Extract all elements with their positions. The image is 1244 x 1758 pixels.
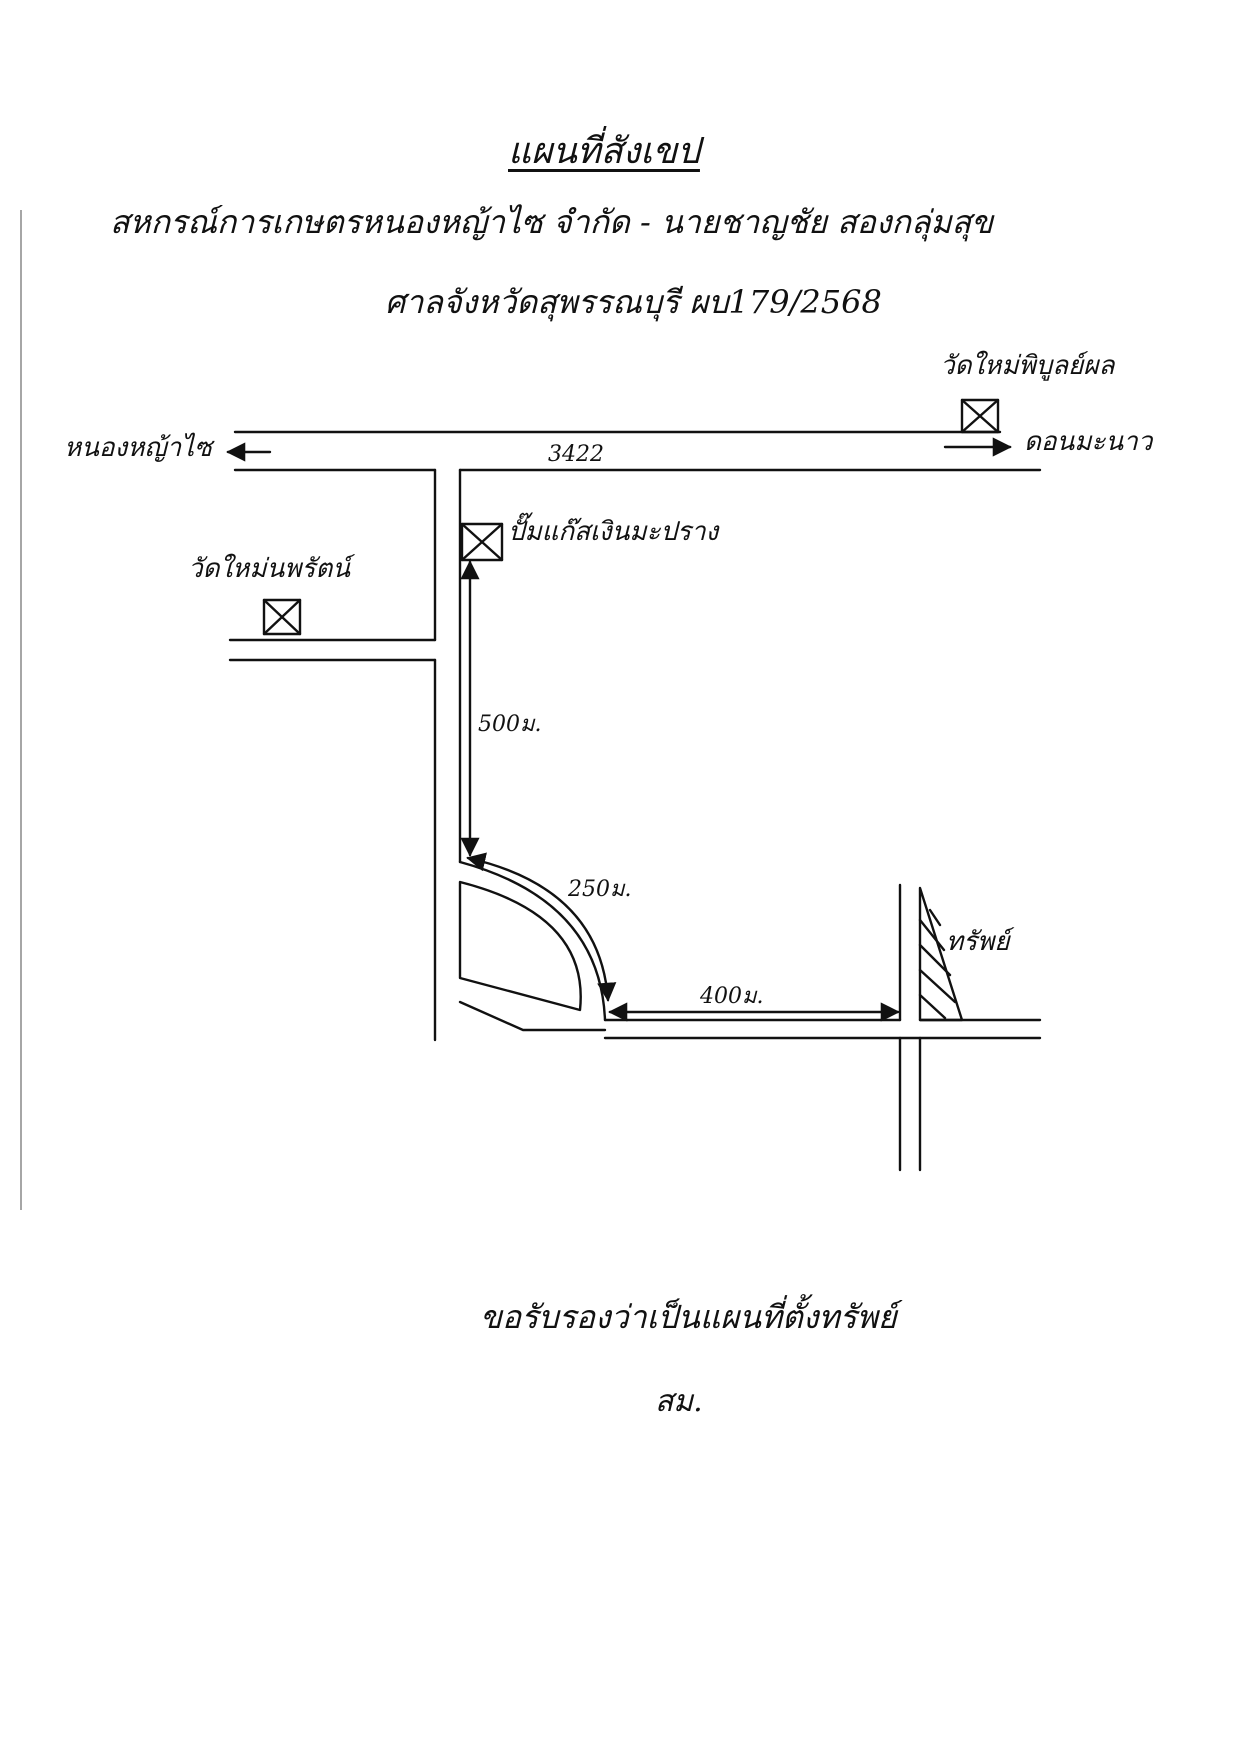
case-parties: สหกรณ์การเกษตรหนองหญ้าไซ จำกัด - นายชาญช…	[110, 203, 993, 241]
signature: สม.	[655, 1384, 703, 1419]
page-title: แผนที่สังเขป	[508, 131, 700, 172]
temple-left-label: วัดใหม่นพรัตน์	[188, 554, 350, 584]
distance-250m-label: 250ม.	[568, 877, 632, 902]
distance-400m-label: 400ม.	[700, 984, 764, 1009]
gas-station-label: ปั๊มแก๊สเงินมะปราง	[508, 517, 719, 547]
temple-left-icon	[262, 598, 302, 636]
distance-500m-label: 500ม.	[478, 712, 542, 737]
court-case-number: ศาลจังหวัดสุพรรณบุรี ผบ179/2568	[385, 283, 882, 321]
certification-text: ขอรับรองว่าเป็นแผนที่ตั้งทรัพย์	[480, 1298, 897, 1336]
temple-top-right-label: วัดใหม่พิบูลย์ผล	[940, 351, 1115, 381]
gas-station-icon	[460, 522, 504, 562]
temple-top-right-icon	[960, 398, 1000, 434]
property-parcel	[918, 886, 964, 1022]
curve-lower-edge	[458, 1000, 607, 1032]
property-label: ทรัพย์	[946, 927, 1010, 957]
scan-edge-line	[20, 210, 22, 1210]
distance-250m-arrow	[466, 852, 617, 1002]
road-number-label: 3422	[548, 442, 604, 467]
destination-left-label: หนองหญ้าไซ	[64, 433, 212, 463]
destination-right-label: ดอนมะนาว	[1024, 427, 1153, 457]
